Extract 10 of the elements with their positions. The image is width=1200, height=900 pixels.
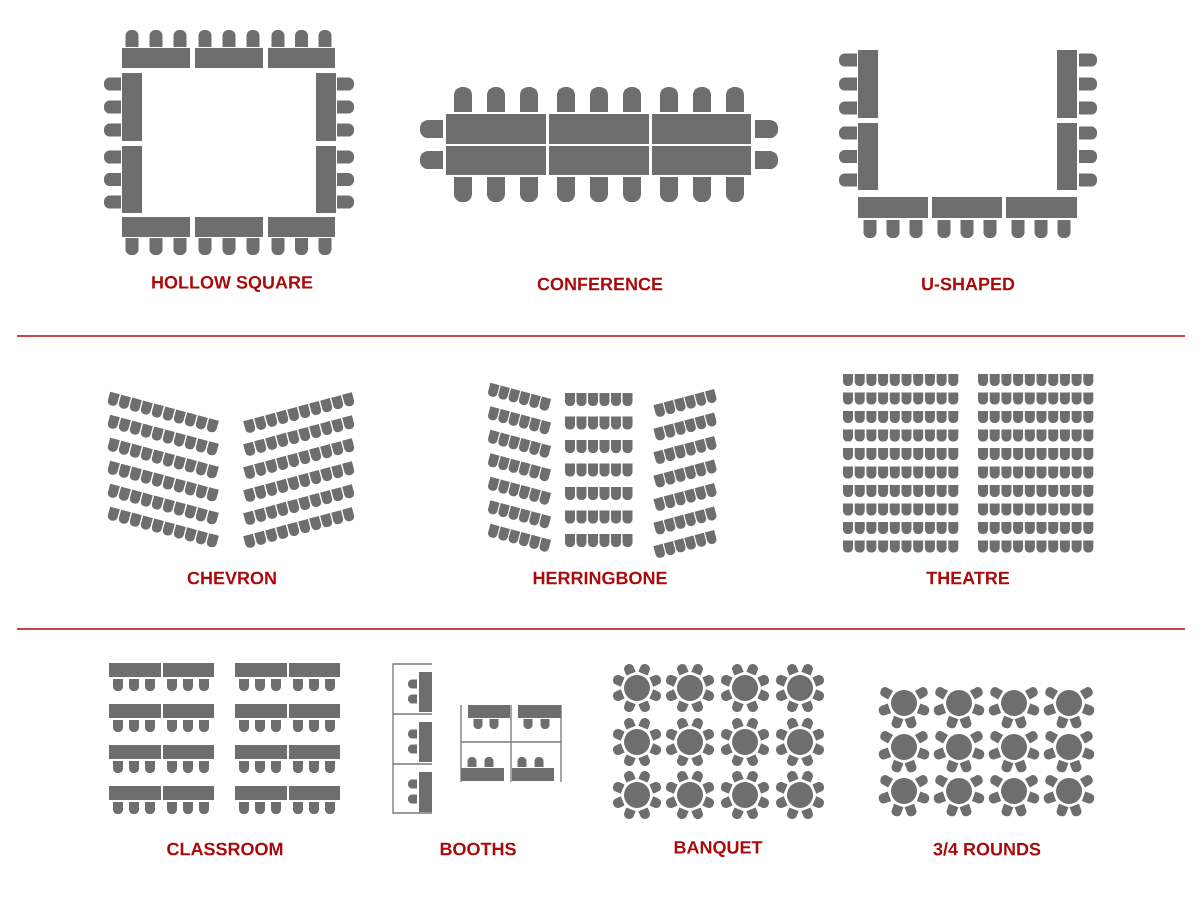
layout-title: CLASSROOM [167,842,283,856]
layout-title: U-SHAPED [922,277,1015,291]
layout-title: THEATRE [926,571,1010,585]
layout-title: HOLLOW SQUARE [152,275,313,293]
layout-title: BANQUET [674,840,763,858]
layout-title: 3/4 ROUNDS [933,842,1041,856]
layout-title: CHEVRON [187,571,276,585]
layout-title: BOOTHS [440,842,516,856]
layout-title: HERRINGBONE [533,571,667,585]
layout-title: CONFERENCE [537,277,663,291]
